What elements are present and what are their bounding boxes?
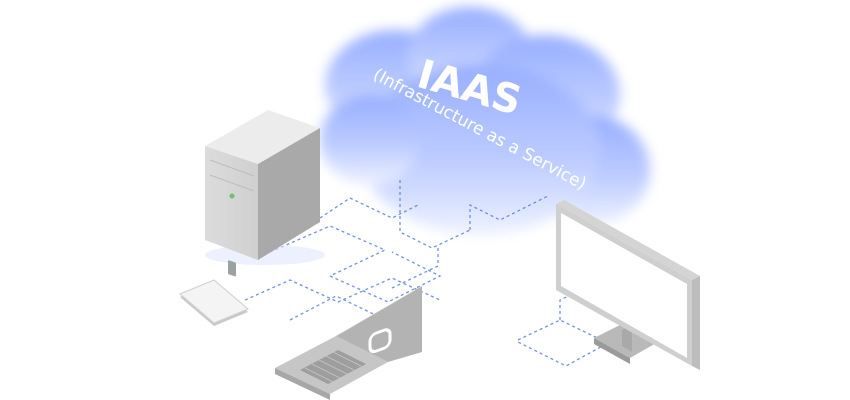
server-tower-icon	[205, 110, 325, 277]
smartphone-icon	[179, 279, 249, 326]
connection-server-cloud	[319, 197, 421, 219]
connection-cloud-right	[469, 195, 549, 230]
connection-phone-laptop	[329, 251, 442, 303]
connection-phone	[244, 277, 441, 303]
connection-server-grid	[269, 225, 387, 277]
connection-monitor	[517, 319, 610, 367]
laptop-icon	[275, 284, 426, 400]
cloud-icon: IAAS (Infrastructure as a Service)	[320, 7, 650, 235]
connection-cloud-down	[391, 248, 439, 289]
desktop-monitor-icon	[556, 200, 700, 370]
connection-cloud-center	[399, 180, 471, 249]
connection-laptop	[289, 295, 392, 347]
laptop-keyboard	[300, 350, 366, 384]
laptop-logo	[368, 328, 392, 354]
